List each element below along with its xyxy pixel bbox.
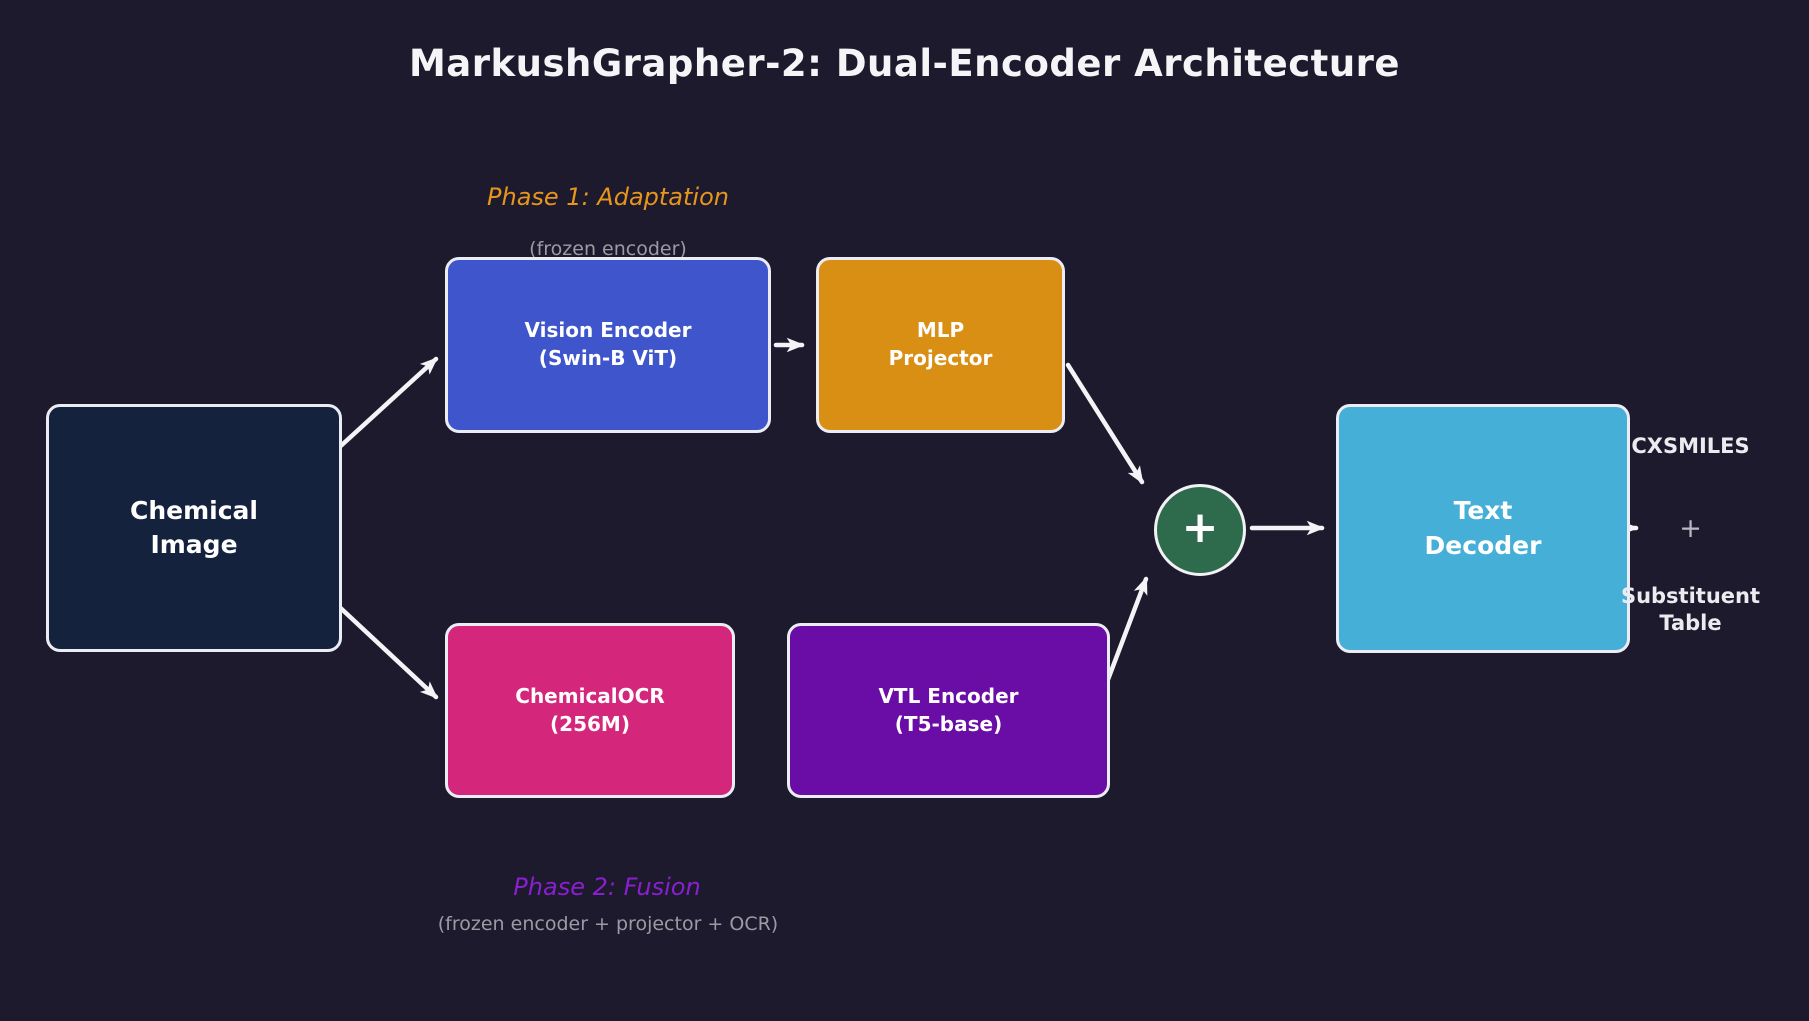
node-mlp-projector-line2: Projector bbox=[888, 346, 993, 370]
node-chemical-ocr: ChemicalOCR (256M) bbox=[445, 623, 735, 798]
node-chemical-image-line1: Chemical bbox=[130, 495, 258, 525]
node-vtl-encoder-line1: VTL Encoder bbox=[878, 683, 1019, 708]
arrow-image-to-ocr bbox=[330, 598, 439, 700]
output-plus-icon: + bbox=[1679, 513, 1702, 544]
fusion-plus-node: + bbox=[1154, 484, 1246, 576]
phase1-note: (frozen encoder) bbox=[529, 238, 687, 260]
diagram-title: MarkushGrapher-2: Dual-Encoder Architect… bbox=[408, 42, 1401, 85]
node-text-decoder-line2: Decoder bbox=[1424, 530, 1542, 560]
node-text-decoder: Text Decoder bbox=[1336, 404, 1630, 653]
node-vision-encoder: Vision Encoder (Swin-B ViT) bbox=[445, 257, 771, 433]
node-vision-encoder-line2: (Swin-B ViT) bbox=[538, 346, 678, 370]
node-mlp-projector: MLP Projector bbox=[816, 257, 1065, 433]
node-chemical-ocr-line1: ChemicalOCR bbox=[515, 683, 665, 708]
node-vision-encoder-line1: Vision Encoder bbox=[524, 318, 692, 343]
output-substituent-line1: Substituent bbox=[1620, 584, 1761, 608]
node-text-decoder-line1: Text bbox=[1453, 496, 1513, 525]
output-substituent-line2: Table bbox=[1659, 610, 1722, 635]
phase2-note: (frozen encoder + projector + OCR) bbox=[437, 913, 779, 935]
node-vtl-encoder: VTL Encoder (T5-base) bbox=[787, 623, 1110, 798]
node-chemical-ocr-line2: (256M) bbox=[550, 711, 630, 736]
node-mlp-projector-line1: MLP bbox=[916, 318, 965, 343]
node-vtl-encoder-line2: (T5-base) bbox=[894, 711, 1003, 736]
output-cxsmiles: CXSMILES bbox=[1631, 434, 1750, 458]
phase1-label: Phase 1: Adaptation bbox=[487, 183, 729, 211]
node-chemical-image-line2: Image bbox=[150, 530, 238, 559]
arrow-mlp-to-plus bbox=[1065, 362, 1145, 485]
arrow-image-to-vision bbox=[330, 356, 439, 456]
node-chemical-image: Chemical Image bbox=[46, 404, 342, 652]
phase2-label: Phase 2: Fusion bbox=[513, 873, 701, 901]
plus-icon: + bbox=[1181, 502, 1219, 553]
output-substituent-table: Substituent Table bbox=[1588, 583, 1793, 637]
